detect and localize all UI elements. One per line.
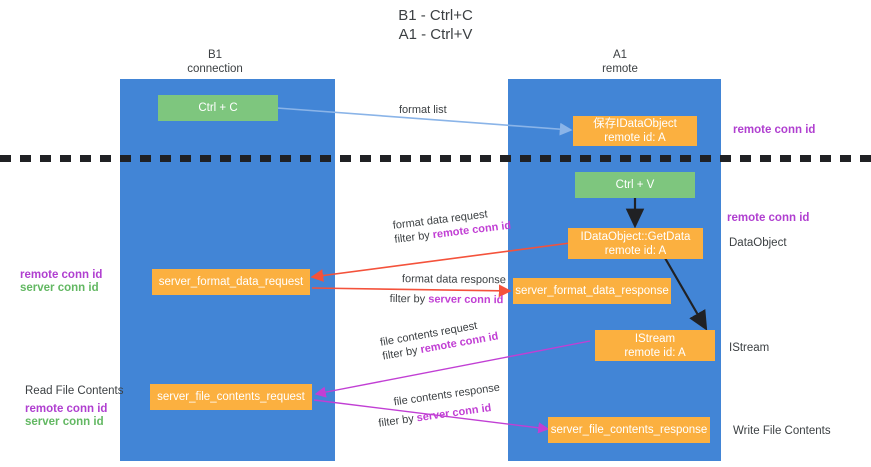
edge-label-file-contents-request: file contents request filter by remote c… — [379, 316, 499, 364]
filter-prefix: filter by — [377, 412, 418, 430]
annotation-right-top-remote-conn-id: remote conn id — [733, 124, 816, 136]
filter-key-server-conn-id: server conn id — [415, 401, 493, 425]
filter-prefix: filter by — [393, 229, 434, 246]
box-save-idataobject[interactable]: 保存IDataObject remote id: A — [573, 116, 697, 146]
edge-label-format-list-text: format list — [399, 104, 447, 116]
page-title: B1 - Ctrl+C A1 - Ctrl+V — [0, 6, 871, 44]
column-right-name: A1 — [612, 49, 628, 61]
box-save-idataobject-label: 保存IDataObject remote id: A — [593, 118, 677, 144]
edge-label-file-contents-response: file contents response filter by server … — [375, 381, 503, 431]
box-istream-label: IStream remote id: A — [624, 332, 686, 359]
annotation-istream: IStream — [729, 342, 770, 354]
title-line-1: B1 - Ctrl+C — [398, 7, 473, 24]
annotation-write-file-contents: Write File Contents — [733, 425, 831, 437]
edge-label-format-data-request: format data request filter by remote con… — [392, 205, 512, 247]
box-istream[interactable]: IStream remote id: A — [595, 330, 715, 361]
filter-prefix: filter by — [389, 292, 429, 306]
annotation-right-mid-remote-conn-id: remote conn id — [727, 212, 810, 224]
edge-label-format-data-response: format data response filter by server co… — [390, 272, 506, 307]
column-header-right: A1 remote — [565, 49, 675, 76]
box-server-file-contents-response[interactable]: server_file_contents_response — [548, 417, 710, 443]
annotation-left-bottom-remote-conn-id: remote conn id — [25, 403, 108, 415]
filter-key-server-conn-id: server conn id — [428, 293, 504, 307]
box-server-file-contents-response-label: server_file_contents_response — [550, 424, 708, 436]
annotation-left-remote-conn-id: remote conn id — [20, 269, 103, 281]
box-idataobject-getdata[interactable]: IDataObject::GetData remote id: A — [568, 228, 703, 259]
box-ctrl-c[interactable]: Ctrl + C — [158, 95, 278, 121]
annotation-left-server-conn-id: server conn id — [20, 282, 99, 294]
edge-label-format-data-response-line2: filter by server conn id — [390, 292, 506, 307]
box-ctrl-v-label: Ctrl + V — [615, 179, 655, 191]
annotation-dataobject: DataObject — [729, 237, 787, 249]
box-ctrl-c-label: Ctrl + C — [198, 102, 238, 114]
box-server-format-data-request[interactable]: server_format_data_request — [152, 269, 310, 295]
box-ctrl-v[interactable]: Ctrl + V — [575, 172, 695, 198]
annotation-read-file-contents: Read File Contents — [25, 385, 124, 397]
box-server-file-contents-request[interactable]: server_file_contents_request — [150, 384, 312, 410]
edge-label-format-list: format list — [399, 103, 447, 117]
column-header-left: B1 connection — [160, 49, 270, 76]
title-line-2: A1 - Ctrl+V — [398, 26, 473, 43]
column-left-name: B1 — [207, 49, 223, 61]
column-left-role: connection — [187, 62, 243, 75]
column-right-role: remote — [602, 62, 638, 75]
annotation-left-bottom-server-conn-id: server conn id — [25, 416, 104, 428]
box-server-format-data-response-label: server_format_data_response — [515, 285, 669, 297]
phase-divider — [0, 155, 871, 162]
box-server-format-data-response[interactable]: server_format_data_response — [513, 278, 671, 304]
box-server-file-contents-request-label: server_file_contents_request — [157, 391, 305, 403]
box-idataobject-getdata-label: IDataObject::GetData remote id: A — [580, 230, 691, 257]
edge-label-format-data-response-line1: format data response — [401, 273, 506, 287]
box-server-format-data-request-label: server_format_data_request — [158, 276, 304, 288]
